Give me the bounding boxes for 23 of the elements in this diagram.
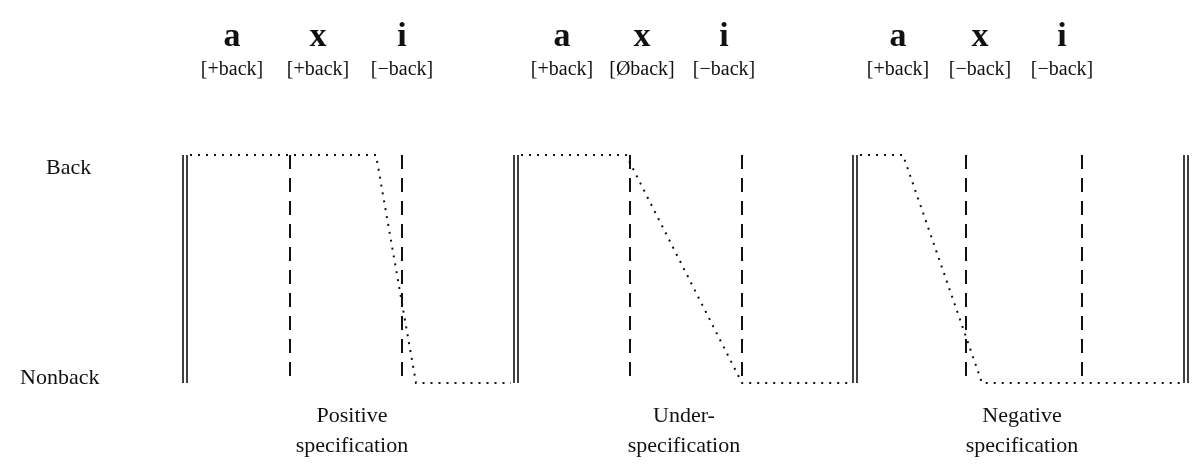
segment-letter: i (719, 18, 729, 52)
segment-letter: x (971, 18, 989, 52)
feature-label: [+back] (866, 58, 930, 78)
panel-caption: Positive specification (294, 401, 410, 459)
feature-label: [−back] (1030, 58, 1094, 78)
segment-letter: a (223, 18, 241, 52)
axis-label: Back (46, 156, 92, 178)
feature-label: [+back] (530, 58, 594, 78)
panel-caption: Negative specification (964, 401, 1080, 459)
segment-letter: i (397, 18, 407, 52)
feature-label: [+back] (200, 58, 264, 78)
feature-label: [+back] (286, 58, 350, 78)
panel-caption: Under-specification (626, 401, 742, 459)
segment-letter: x (633, 18, 651, 52)
feature-label: [Øback] (609, 58, 675, 78)
feature-label: [−back] (948, 58, 1012, 78)
feature-label: [−back] (692, 58, 756, 78)
segment-letter: a (889, 18, 907, 52)
feature-label: [−back] (370, 58, 434, 78)
segment-letter: i (1057, 18, 1067, 52)
axis-label: Nonback (20, 366, 100, 388)
segment-letter: x (309, 18, 327, 52)
segment-letter: a (553, 18, 571, 52)
